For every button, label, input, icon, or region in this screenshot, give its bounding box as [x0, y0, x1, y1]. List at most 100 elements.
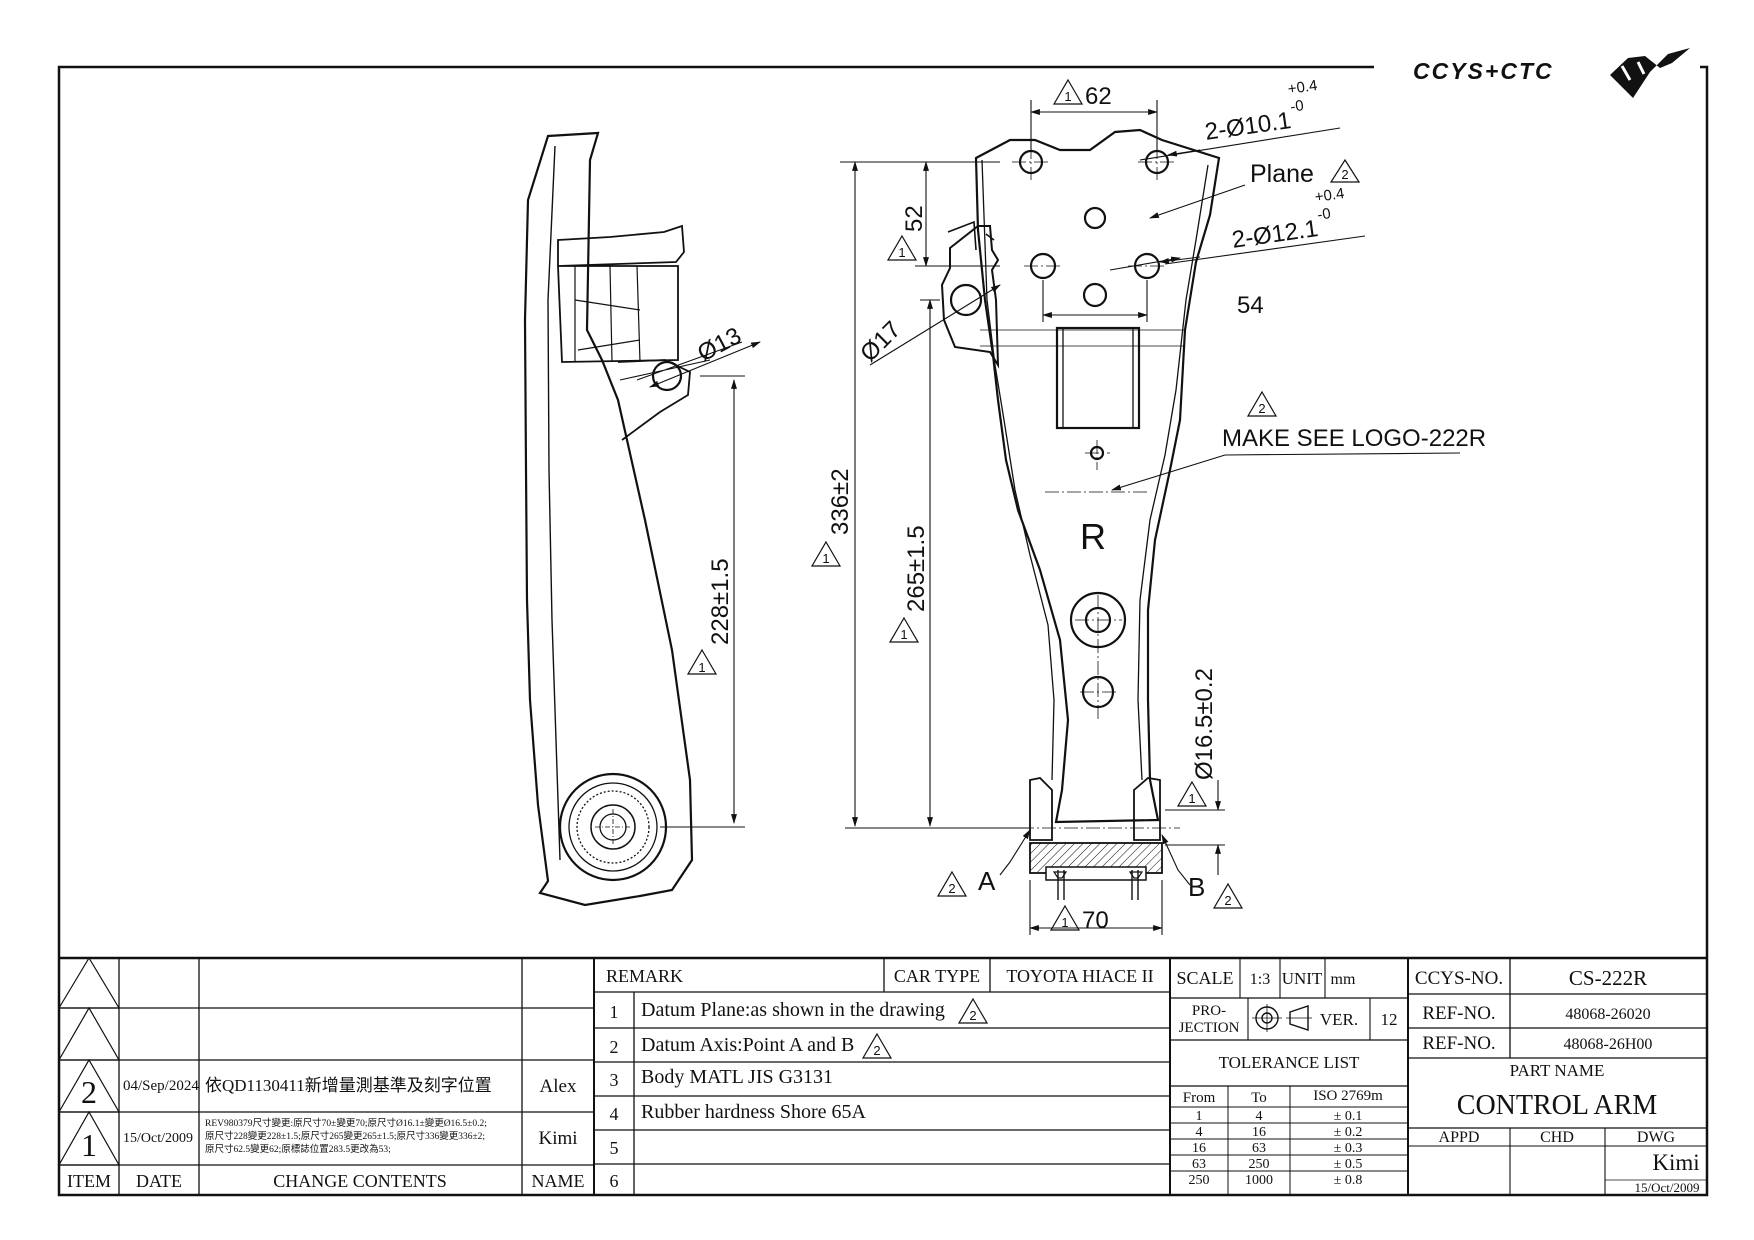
- remark-1-rev: 2: [957, 997, 989, 1024]
- side-view-outline: [523, 131, 694, 907]
- tolerance-row-5-from: 250: [1189, 1173, 1210, 1188]
- dim-top-holes: 2-Ø10.1 +0.4 -0: [1203, 77, 1319, 146]
- rev-row-4-change-line-2: 原尺寸228變更228±1.5;原尺寸265變更265±1.5;原尺寸336變更…: [205, 1130, 485, 1142]
- svg-text:1: 1: [900, 627, 907, 642]
- tolerance-row-3-to: 63: [1252, 1141, 1266, 1156]
- projection-symbol-icon: [1252, 1004, 1312, 1032]
- car-type-label: CAR TYPE: [894, 966, 980, 986]
- remark-3-text: Body MATL JIS G3131: [641, 1066, 833, 1088]
- ver-value: 12: [1381, 1010, 1398, 1029]
- side-view-rev-triangle: 1: [686, 648, 718, 675]
- rev-row-4-item: 1: [81, 1127, 97, 1163]
- svg-text:2: 2: [969, 1008, 976, 1023]
- plane-callout: Plane 2: [1250, 158, 1361, 188]
- dim-bracket-height: 52 1: [886, 205, 928, 261]
- rev-header-item: ITEM: [67, 1171, 111, 1191]
- projection-label-2: JECTION: [1179, 1020, 1240, 1036]
- tolerance-row-1-tol: ± 0.1: [1334, 1109, 1363, 1124]
- front-view-centerlines: [1012, 145, 1180, 829]
- svg-text:+0.4: +0.4: [1314, 185, 1346, 206]
- ccys-no-label: CCYS-NO.: [1415, 968, 1503, 989]
- tolerance-row-3-from: 16: [1192, 1141, 1206, 1156]
- rev-row-4-date: 15/Oct/2009: [123, 1131, 193, 1146]
- ver-label: VER.: [1320, 1010, 1358, 1029]
- remark-6-no: 6: [610, 1171, 619, 1191]
- svg-text:-0: -0: [1316, 205, 1332, 224]
- tolerance-row-2-tol: ± 0.2: [1334, 1125, 1363, 1140]
- svg-text:-0: -0: [1289, 97, 1305, 116]
- svg-text:1: 1: [1188, 791, 1195, 806]
- tol-header-to: To: [1251, 1090, 1267, 1106]
- logo-note: 2 MAKE SEE LOGO-222R: [1222, 390, 1486, 452]
- tolerance-row-5-to: 1000: [1245, 1173, 1273, 1188]
- remark-5-no: 5: [610, 1138, 619, 1158]
- center-slot: [1055, 326, 1141, 430]
- dwg-by: Kimi: [1652, 1150, 1699, 1175]
- svg-text:Ø16.5±0.2: Ø16.5±0.2: [1191, 668, 1218, 780]
- tolerance-row-4-from: 63: [1192, 1157, 1206, 1172]
- rev-row-4-change-line-3: 原尺寸62.5變更62;原標誌位置283.5更改為53;: [205, 1143, 391, 1155]
- rev-header-change: CHANGE CONTENTS: [273, 1171, 447, 1191]
- side-view: [523, 131, 694, 907]
- svg-text:2: 2: [1224, 893, 1231, 908]
- scale-value: 1:3: [1250, 971, 1270, 988]
- dim-mid-spacing: 54: [1237, 292, 1264, 319]
- sheet-border: [57, 65, 1709, 1197]
- remark-2-text: Datum Axis:Point A and B: [641, 1034, 854, 1056]
- svg-text:1: 1: [822, 551, 829, 566]
- tolerance-row-3-tol: ± 0.3: [1334, 1141, 1363, 1156]
- side-view-length: 228±1.5: [707, 558, 734, 645]
- svg-text:62: 62: [1085, 83, 1112, 110]
- remark-title: REMARK: [606, 966, 683, 986]
- logo-emblem-icon: [1610, 48, 1690, 98]
- logo-text: CCYS+CTC: [1413, 58, 1554, 84]
- tolerance-row-2-from: 4: [1196, 1125, 1203, 1140]
- title-block-grid: [57, 956, 1707, 1195]
- dim-pivot-diameter: Ø17: [855, 316, 906, 367]
- rev-header-name: NAME: [532, 1171, 585, 1191]
- svg-text:Plane: Plane: [1250, 160, 1314, 188]
- svg-text:B: B: [1188, 872, 1205, 902]
- svg-text:2-Ø10.1: 2-Ø10.1: [1203, 107, 1293, 146]
- tolerance-title: TOLERANCE LIST: [1219, 1053, 1360, 1072]
- remark-4-no: 4: [610, 1104, 619, 1124]
- remark-4-text: Rubber hardness Shore 65A: [641, 1101, 867, 1123]
- title-block: CCYS-NO. CS-222R REF-NO. 48068-26020 REF…: [1415, 966, 1700, 1195]
- svg-text:2: 2: [948, 881, 955, 896]
- svg-text:+0.4: +0.4: [1287, 77, 1319, 98]
- front-view-bracket: [940, 225, 1000, 369]
- rev-row-3-name: Alex: [540, 1076, 577, 1097]
- dwg-label: DWG: [1637, 1129, 1676, 1146]
- svg-text:A: A: [978, 866, 996, 896]
- remark-2-no: 2: [610, 1037, 619, 1057]
- projection-label-1: PRO-: [1192, 1003, 1226, 1019]
- dim-bush-diameter: Ø16.5±0.2 1: [1176, 668, 1218, 807]
- svg-text:1: 1: [898, 245, 905, 260]
- side-mark-r: R: [1080, 516, 1106, 557]
- ref-no-value-1: 48068-26020: [1565, 1006, 1650, 1023]
- scale-label: SCALE: [1176, 968, 1233, 988]
- svg-text:2: 2: [1258, 401, 1265, 416]
- svg-text:1: 1: [698, 660, 705, 675]
- svg-text:336±2: 336±2: [827, 468, 854, 535]
- front-view-dimensions: [840, 100, 1461, 935]
- rev-row-4-name: Kimi: [538, 1128, 577, 1149]
- svg-text:70: 70: [1082, 907, 1109, 934]
- side-view-dimensions: [619, 341, 761, 828]
- appd-label: APPD: [1439, 1129, 1480, 1146]
- front-view-pivot-hole: [949, 283, 983, 317]
- tol-header-iso: ISO 2769m: [1313, 1088, 1383, 1104]
- company-logo: CCYS+CTC: [1413, 48, 1690, 98]
- tolerance-row-1-from: 1: [1196, 1109, 1203, 1124]
- svg-text:1: 1: [1061, 915, 1068, 930]
- dim-pivot-length: 265±1.5 1: [888, 525, 930, 643]
- side-view-hole-diameter: Ø13: [693, 322, 746, 367]
- datum-point-a: 2 A: [936, 866, 996, 897]
- svg-text:MAKE SEE LOGO-222R: MAKE SEE LOGO-222R: [1222, 425, 1486, 452]
- tolerance-row-1-to: 4: [1256, 1109, 1263, 1124]
- chd-label: CHD: [1540, 1129, 1574, 1146]
- rev-row-4-change-line-1: REV980379尺寸變更:原尺寸70±變更70;原尺寸Ø16.1±變更Ø16.…: [205, 1117, 487, 1129]
- part-name-value: CONTROL ARM: [1457, 1090, 1658, 1121]
